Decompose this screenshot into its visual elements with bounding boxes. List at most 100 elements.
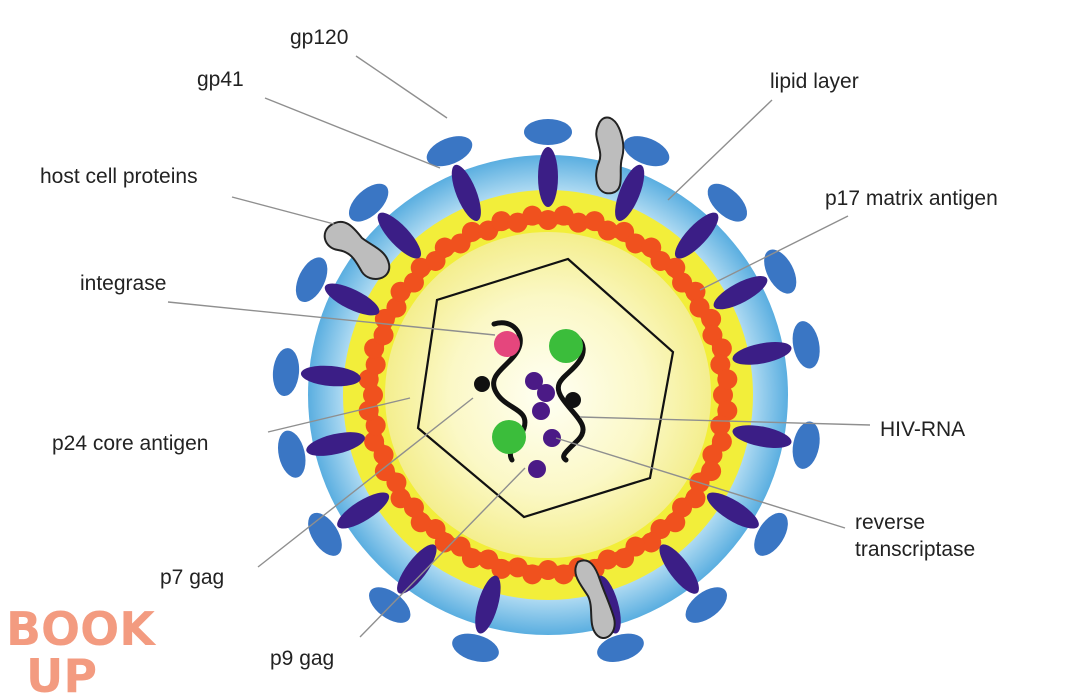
matrix-protein-dot xyxy=(641,532,662,553)
gp120-gp41-spike xyxy=(713,249,797,310)
matrix-protein-dot xyxy=(522,205,543,226)
gp120-gp41-spike xyxy=(348,183,422,259)
gp41-stalk xyxy=(337,492,390,529)
gp120-cap xyxy=(792,321,820,369)
gp120-gp41-spike xyxy=(452,575,501,662)
p7-gag-protein xyxy=(537,384,555,402)
gp120-gp41-spike xyxy=(732,421,820,469)
gp120-cap xyxy=(685,587,727,623)
label-integrase: integrase xyxy=(80,272,166,295)
matrix-protein-dot xyxy=(553,564,574,585)
gp120-gp41-spike xyxy=(706,492,788,556)
gp41-stalk xyxy=(706,492,759,529)
gp120-gp41-spike xyxy=(277,430,365,478)
matrix-protein-dot xyxy=(538,560,558,580)
matrix-protein-dot xyxy=(434,237,455,258)
gp120-gp41-spike xyxy=(674,183,748,259)
gp41-stalk xyxy=(538,147,558,207)
gp120-gp41-spike xyxy=(732,321,820,369)
gp120-gp41-spike xyxy=(369,544,437,623)
gp41-stalk xyxy=(732,425,792,448)
matrix-protein-dot xyxy=(373,325,394,346)
matrix-protein-dot xyxy=(597,220,618,241)
matrix-protein-dot xyxy=(701,308,722,329)
gp41-stalk xyxy=(674,212,719,259)
matrix-protein-dot xyxy=(390,488,411,509)
gp120-gp41-spike xyxy=(308,492,390,556)
gp120-gp41-spike xyxy=(615,136,670,221)
matrix-protein-dot xyxy=(713,385,733,405)
gp120-cap xyxy=(295,257,328,303)
matrix-protein-dot xyxy=(365,354,386,375)
watermark-line1: BOOK xyxy=(6,602,157,656)
p7-gag-protein xyxy=(543,429,561,447)
matrix-protein-dot xyxy=(702,444,723,465)
matrix-protein-dot xyxy=(364,431,385,452)
label-hiv-rna: HIV-RNA xyxy=(880,418,965,441)
host-cell-protein-top xyxy=(595,116,625,195)
gp120-cap xyxy=(277,430,306,478)
reverse-transcriptase-molecule-lower xyxy=(492,420,526,454)
gp120-cap xyxy=(369,587,411,623)
gp120-cap xyxy=(597,633,644,662)
gp41-stalk xyxy=(300,365,361,387)
matrix-protein-dot xyxy=(711,338,732,359)
matrix-protein-dot xyxy=(374,461,395,482)
matrix-protein-dot xyxy=(386,297,407,318)
matrix-protein-dot xyxy=(685,281,706,302)
matrix-protein-dot xyxy=(568,212,589,233)
gp41-stalk xyxy=(732,342,792,365)
envelope-spikes xyxy=(272,119,820,662)
gp120-cap xyxy=(426,136,473,167)
gp41-stalk xyxy=(659,544,699,594)
capsid-core-hexagon xyxy=(416,257,675,519)
watermark-line2: UP xyxy=(26,649,97,700)
rna-binding-dot-right xyxy=(565,392,581,408)
label-gp41: gp41 xyxy=(197,68,244,91)
gp120-cap xyxy=(707,183,748,222)
gp41-stalk xyxy=(713,276,768,310)
matrix-protein-dot xyxy=(625,233,646,254)
p9-gag-protein xyxy=(528,460,546,478)
matrix-protein-dot xyxy=(363,385,383,405)
gp120-gp41-spike xyxy=(272,348,361,397)
gp41-stalk xyxy=(451,164,481,221)
gp41-stalk xyxy=(324,283,380,316)
label-lipid-layer: lipid layer xyxy=(770,70,859,93)
label-p17-matrix-antigen: p17 matrix antigen xyxy=(825,187,998,210)
gp120-cap xyxy=(792,421,820,469)
gp120-gp41-spike xyxy=(295,257,380,316)
rna-binding-dot-left xyxy=(474,376,490,392)
gp120-cap xyxy=(524,119,572,145)
gp120-cap xyxy=(348,183,389,222)
gp41-stalk xyxy=(397,544,437,594)
matrix-protein-dot xyxy=(614,548,635,569)
p7-gag-protein xyxy=(525,372,543,390)
label-reverse-transcriptase-line1: reverse xyxy=(855,511,925,534)
gp120-cap xyxy=(272,348,300,397)
label-p9-gag: p9 gag xyxy=(270,647,334,670)
gp120-gp41-spike xyxy=(426,136,481,221)
gp120-cap xyxy=(754,512,788,556)
gp120-cap xyxy=(452,633,499,662)
label-p24-core-antigen: p24 core antigen xyxy=(52,432,208,455)
label-reverse-transcriptase-line2: transcriptase xyxy=(855,538,975,561)
gp41-stalk xyxy=(306,432,365,456)
host-cell-protein-upper-left xyxy=(323,220,391,280)
p7-gag-protein xyxy=(532,402,550,420)
matrix-protein-dot xyxy=(717,369,738,390)
gp120-cap xyxy=(308,512,342,556)
matrix-protein-dot xyxy=(491,211,512,232)
matrix-protein-dot xyxy=(461,221,482,242)
bookup-watermark: BOOK UP xyxy=(6,602,157,700)
leader-lines xyxy=(167,55,871,638)
gp120-gp41-spike xyxy=(659,544,727,623)
gp120-cap xyxy=(764,249,797,294)
integrase-molecule xyxy=(494,331,520,357)
gp41-stalk xyxy=(475,575,501,634)
matrix-protein-dot xyxy=(358,400,379,421)
gp120-cap xyxy=(623,136,670,167)
host-cell-protein-bottom xyxy=(574,559,616,639)
matrix-protein-dot xyxy=(507,557,528,578)
